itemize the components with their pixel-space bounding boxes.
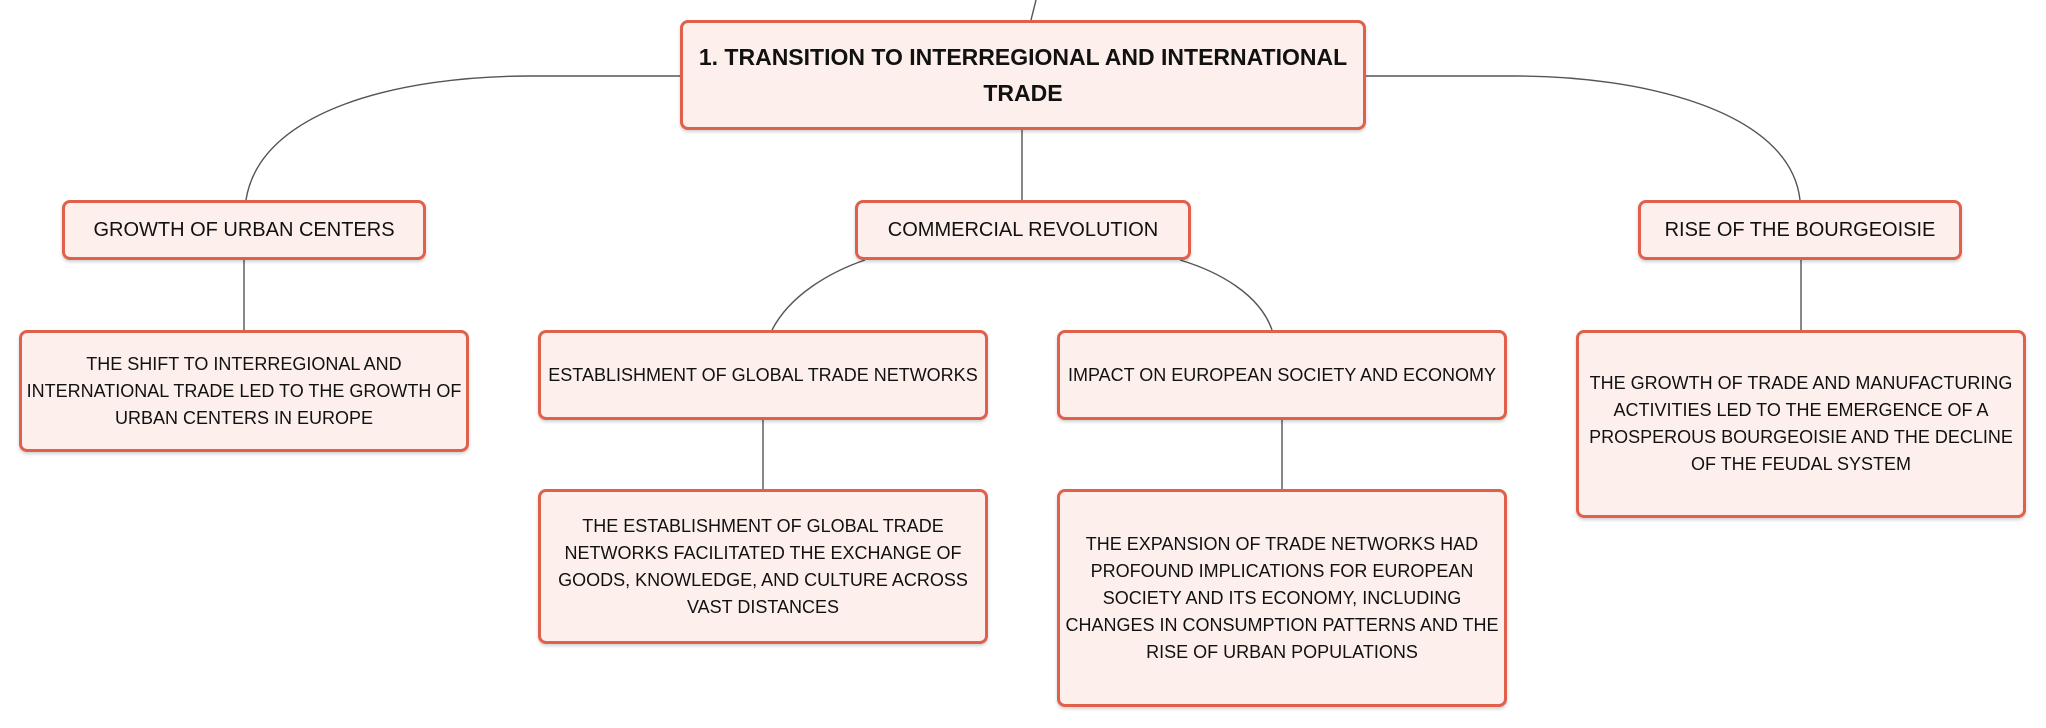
note-text: THE SHIFT TO INTERREGIONAL AND INTERNATI…	[26, 353, 462, 428]
note-urban-centers-description[interactable]: THE SHIFT TO INTERREGIONAL AND INTERNATI…	[19, 330, 469, 452]
topic-commercial-revolution[interactable]: COMMERCIAL REVOLUTION	[855, 200, 1191, 260]
note-text: THE EXPANSION OF TRADE NETWORKS HAD PROF…	[1065, 533, 1499, 662]
connector-commercial-to-global	[771, 259, 866, 331]
subtopic-label: ESTABLISHMENT OF GLOBAL TRADE NETWORKS	[548, 365, 978, 385]
subtopic-global-trade-networks[interactable]: ESTABLISHMENT OF GLOBAL TRADE NETWORKS	[538, 330, 988, 420]
subtopic-impact-on-european-society[interactable]: IMPACT ON EUROPEAN SOCIETY AND ECONOMY	[1057, 330, 1507, 420]
topic-label: RISE OF THE BOURGEOISIE	[1664, 219, 1936, 241]
connector-root-to-bourgeoisie	[1366, 75, 1801, 201]
topic-label: COMMERCIAL REVOLUTION	[887, 219, 1159, 241]
connector-root-to-urban	[245, 75, 680, 201]
root-topic-node[interactable]: 1. TRANSITION TO INTERREGIONAL AND INTER…	[680, 20, 1366, 130]
subtopic-label: IMPACT ON EUROPEAN SOCIETY AND ECONOMY	[1067, 365, 1497, 385]
topic-growth-of-urban-centers[interactable]: GROWTH OF URBAN CENTERS	[62, 200, 426, 260]
note-bourgeoisie-description[interactable]: THE GROWTH OF TRADE AND MANUFACTURING AC…	[1576, 330, 2026, 518]
connector-parent-to-root	[1030, 0, 1037, 21]
connector-commercial-to-impact	[1179, 259, 1273, 331]
note-global-trade-description[interactable]: THE ESTABLISHMENT OF GLOBAL TRADE NETWOR…	[538, 489, 988, 644]
topic-label: GROWTH OF URBAN CENTERS	[93, 219, 395, 241]
root-topic-label: 1. TRANSITION TO INTERREGIONAL AND INTER…	[698, 44, 1348, 106]
note-impact-description[interactable]: THE EXPANSION OF TRADE NETWORKS HAD PROF…	[1057, 489, 1507, 707]
note-text: THE GROWTH OF TRADE AND MANUFACTURING AC…	[1589, 373, 2013, 474]
topic-rise-of-the-bourgeoisie[interactable]: RISE OF THE BOURGEOISIE	[1638, 200, 1962, 260]
note-text: THE ESTABLISHMENT OF GLOBAL TRADE NETWOR…	[558, 515, 968, 617]
